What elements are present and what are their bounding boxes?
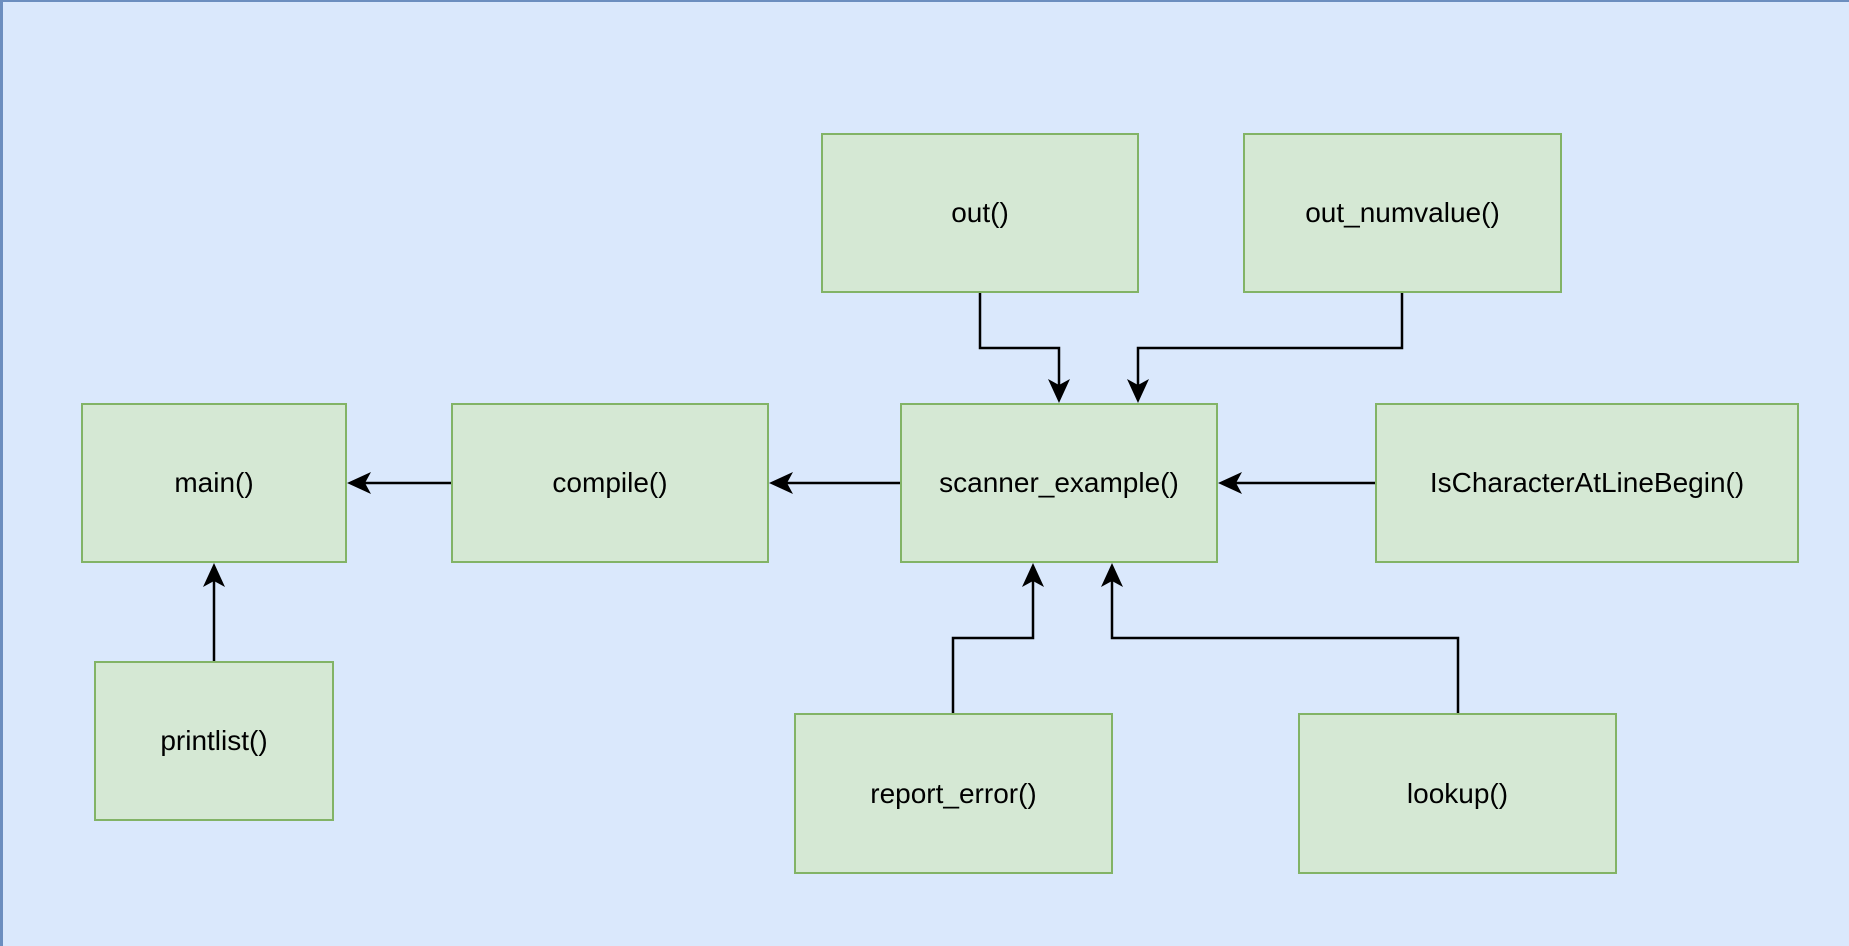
- edge-outnum-to-scanner: [1136, 293, 1404, 388]
- node-scanner-example[interactable]: scanner_example(): [900, 403, 1218, 563]
- node-report-error[interactable]: report_error(): [794, 713, 1113, 874]
- node-is-character-at-line-begin[interactable]: IsCharacterAtLineBegin(): [1375, 403, 1799, 563]
- arrowhead-compile-right-icon: [769, 472, 793, 494]
- edge-lookup-to-scanner: [1110, 578, 1460, 713]
- arrowhead-main-right-icon: [347, 472, 371, 494]
- node-main-label: main(): [174, 467, 254, 498]
- node-compile-label: compile(): [552, 467, 668, 498]
- node-out-numvalue[interactable]: out_numvalue(): [1243, 133, 1562, 293]
- node-out-numvalue-label: out_numvalue(): [1305, 197, 1500, 228]
- node-scanner-example-label: scanner_example(): [939, 467, 1179, 498]
- node-compile[interactable]: compile(): [451, 403, 769, 563]
- edge-report-to-scanner: [951, 578, 1035, 713]
- arrowhead-scanner-bottom-right-icon: [1101, 563, 1123, 587]
- node-printlist[interactable]: printlist(): [94, 661, 334, 821]
- node-is-character-at-line-begin-label: IsCharacterAtLineBegin(): [1429, 467, 1745, 498]
- arrowhead-main-bottom-icon: [203, 563, 225, 587]
- node-printlist-label: printlist(): [160, 725, 268, 756]
- node-lookup[interactable]: lookup(): [1298, 713, 1617, 874]
- node-main[interactable]: main(): [81, 403, 347, 563]
- node-out[interactable]: out(): [821, 133, 1139, 293]
- arrowhead-scanner-top-right-icon: [1127, 379, 1149, 403]
- node-out-label: out(): [951, 197, 1009, 228]
- node-lookup-label: lookup(): [1406, 777, 1509, 809]
- edge-out-to-scanner: [978, 293, 1061, 388]
- arrowhead-scanner-right-icon: [1218, 472, 1242, 494]
- arrowhead-scanner-bottom-left-icon: [1022, 563, 1044, 587]
- node-report-error-label: report_error(): [870, 777, 1037, 809]
- arrowhead-scanner-top-left-icon: [1048, 379, 1070, 403]
